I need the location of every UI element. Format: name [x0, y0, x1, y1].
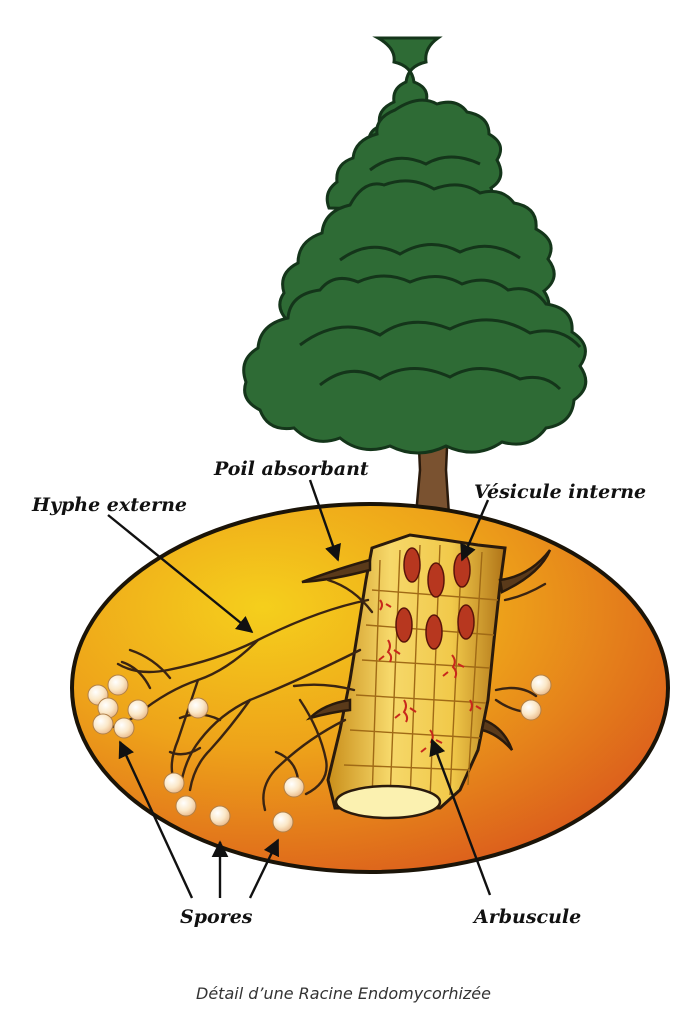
label-hyphe-externe: Hyphe externe	[32, 494, 187, 516]
spores	[87, 674, 552, 833]
root-section	[301, 533, 552, 820]
label-spores: Spores	[180, 906, 253, 928]
label-arbuscule: Arbuscule	[474, 906, 582, 928]
arbuscules	[378, 599, 482, 754]
caption: Détail d’une Racine Endomycorhizée	[196, 984, 491, 1003]
tree-foliage	[242, 36, 588, 455]
root-cross-section	[334, 784, 442, 820]
pointer-lines	[107, 479, 492, 899]
vesicles	[395, 547, 475, 650]
label-vesicule-interne: Vésicule interne	[474, 481, 647, 503]
label-poil-absorbant: Poil absorbant	[214, 458, 369, 480]
